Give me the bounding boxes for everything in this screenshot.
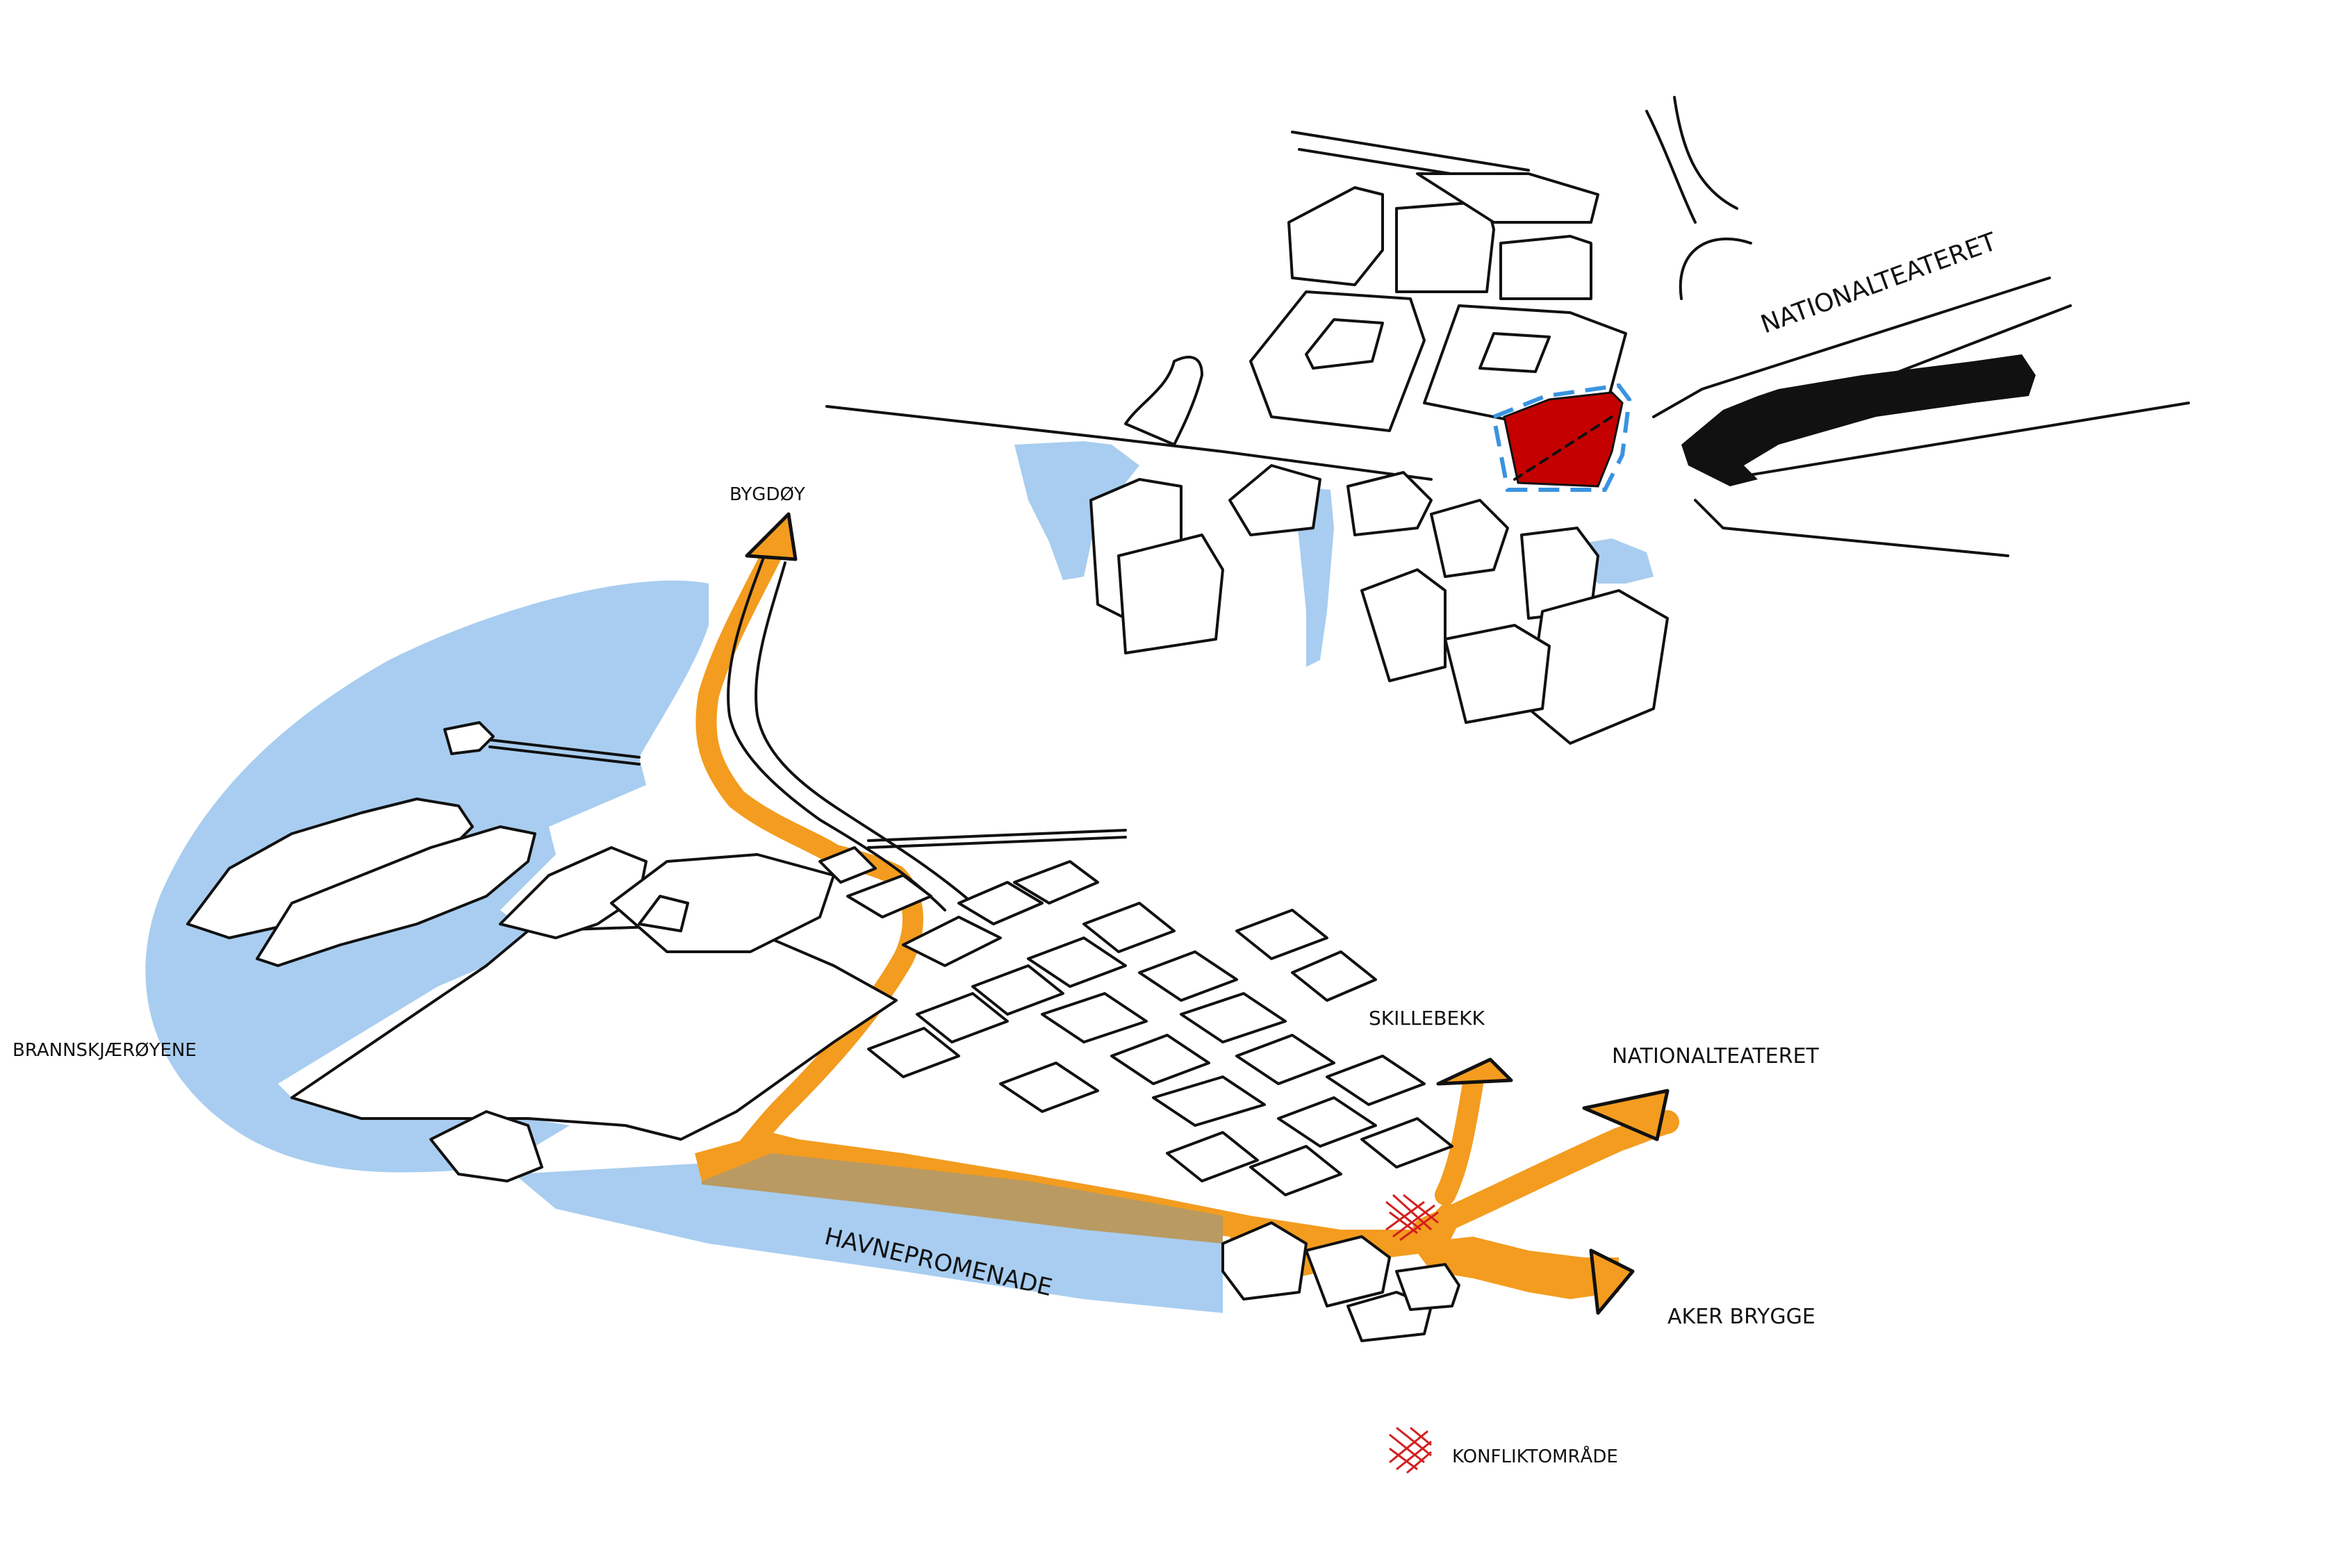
street-right-top (1673, 96, 1752, 300)
site-diagonal (1513, 415, 1613, 481)
block-f (1117, 534, 1224, 654)
water-top-left (1014, 441, 1139, 580)
label-nationalteateret-top: NATIONALTEATERET (1757, 227, 2001, 339)
label-bygdoy: BYGDØY (730, 484, 805, 505)
route-aker-brygge (1410, 1237, 1619, 1299)
courtyard-1-hole (1305, 318, 1384, 370)
small-ferry (443, 721, 495, 755)
water-top-canal (1292, 486, 1334, 667)
opera-stage (638, 895, 689, 932)
arrowhead-skillebekk (1436, 1057, 1513, 1086)
block-c (1416, 172, 1599, 224)
street-diagonal (1652, 277, 2051, 557)
label-brannskjaeroyene: BRANNSKJÆRØYENE (13, 1040, 197, 1061)
route-arrowheads (745, 512, 1670, 1315)
block-m (1444, 624, 1551, 724)
legend-konfliktomrade: KONFLIKTOMRÅDE (1452, 1445, 1618, 1467)
block-i (1430, 499, 1509, 578)
route-promenade-overlap (702, 1153, 1223, 1244)
site-area (1503, 391, 1624, 488)
inset-site-plan (825, 96, 2190, 745)
courtyard-2-hole (1478, 332, 1551, 373)
hatch-icon (1389, 1426, 1432, 1474)
arrowhead-aker-brygge (1589, 1248, 1635, 1315)
block-h (1346, 471, 1433, 536)
block-a (1287, 186, 1384, 286)
conflict-hatch-map (1385, 1194, 1439, 1241)
site-outline (1491, 383, 1632, 492)
block-g (1228, 464, 1321, 536)
block-k (1520, 527, 1599, 620)
road-bygdoy-2 (755, 561, 974, 905)
label-nationalteateret: NATIONALTEATERET (1612, 1044, 1820, 1068)
road-bygdoy (727, 554, 946, 911)
label-aker-brygge: AKER BRYGGE (1667, 1305, 1815, 1329)
block-d (1499, 235, 1592, 300)
block-b (1395, 200, 1495, 293)
city-bottom (186, 554, 1460, 1342)
road-east (867, 829, 1127, 849)
city-blocks (818, 846, 1453, 1196)
aker-brygge-cluster (1221, 1221, 1460, 1342)
conflict-area (1385, 1194, 1439, 1241)
block-l (1527, 589, 1669, 745)
pier-south (429, 1110, 543, 1182)
arrowhead-bygdoy (745, 512, 798, 561)
landmark-swan (1124, 356, 1203, 446)
arrow-black-icon (1681, 354, 2036, 486)
arrowhead-nationalteateret (1582, 1089, 1670, 1141)
cruise-ship-2 (256, 825, 536, 967)
legend: KONFLIKTOMRÅDE (1389, 1426, 1618, 1474)
route-skillebekk (1435, 1073, 1483, 1205)
ferry-pier (488, 738, 641, 766)
block-j (1360, 568, 1447, 682)
label-skillebekk: SKILLEBEKK (1369, 1007, 1485, 1030)
